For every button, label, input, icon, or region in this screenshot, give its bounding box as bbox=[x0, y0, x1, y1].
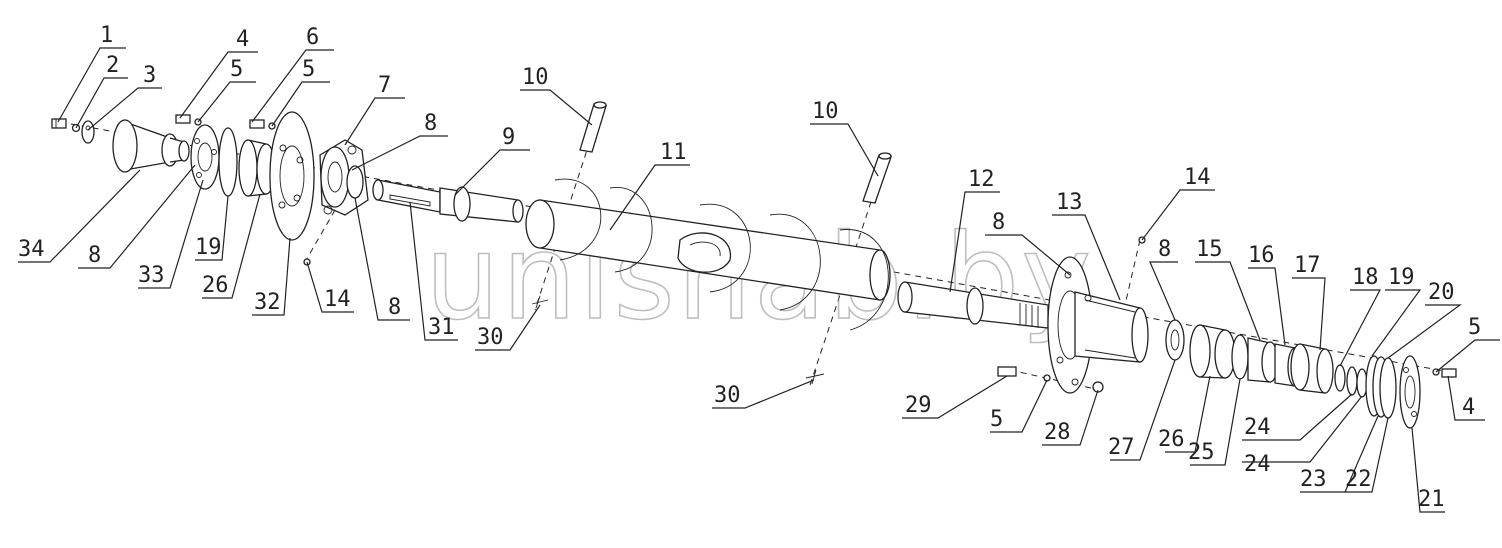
callout-labels: 1 2 3 4 5 6 5 7 8 9 10 11 10 12 14 13 8 … bbox=[18, 23, 1481, 512]
callout-11: 11 bbox=[660, 140, 687, 165]
callout-4: 4 bbox=[236, 27, 249, 52]
callout-34: 34 bbox=[18, 237, 45, 262]
part-auger-11 bbox=[525, 178, 891, 331]
callout-14: 14 bbox=[324, 287, 351, 312]
part-cotter-30-right bbox=[805, 369, 825, 385]
part-bolt-29 bbox=[997, 366, 1017, 377]
callout-5: 5 bbox=[302, 57, 315, 82]
bolt-axis-left bbox=[304, 209, 336, 263]
callout-2: 2 bbox=[106, 53, 119, 78]
part-nut-28 bbox=[1092, 381, 1104, 393]
callout-5: 5 bbox=[230, 57, 243, 82]
screw-axis-right bbox=[1124, 239, 1141, 306]
callout-8: 8 bbox=[992, 210, 1005, 235]
callout-15: 15 bbox=[1196, 237, 1223, 262]
callout-29: 29 bbox=[905, 393, 932, 418]
callout-5: 5 bbox=[1468, 315, 1481, 340]
callout-8: 8 bbox=[388, 295, 401, 320]
leader-lines-bottom bbox=[18, 164, 1485, 513]
part-lock-27 bbox=[1165, 319, 1185, 361]
callout-6: 6 bbox=[306, 25, 319, 50]
part-washer-24a bbox=[1346, 366, 1358, 396]
callout-21: 21 bbox=[1418, 487, 1445, 512]
callout-17: 17 bbox=[1294, 253, 1321, 278]
callout-14: 14 bbox=[1184, 165, 1211, 190]
part-bearing-housing-13 bbox=[1047, 256, 1149, 394]
part-washer-18 bbox=[1334, 364, 1346, 392]
callout-26: 26 bbox=[202, 273, 229, 298]
callout-18: 18 bbox=[1352, 265, 1379, 290]
part-cap-3 bbox=[81, 120, 95, 144]
callout-10: 10 bbox=[812, 99, 839, 124]
callout-20: 20 bbox=[1428, 280, 1455, 305]
bolt-axis-right bbox=[1009, 369, 1101, 391]
callout-8: 8 bbox=[88, 243, 101, 268]
callout-9: 9 bbox=[502, 125, 515, 150]
callout-8: 8 bbox=[424, 111, 437, 136]
callout-3: 3 bbox=[143, 63, 156, 88]
part-bolt-1 bbox=[51, 118, 67, 129]
part-cover-21 bbox=[1399, 355, 1421, 429]
part-flange-33 bbox=[190, 124, 220, 190]
callout-23: 23 bbox=[1300, 467, 1327, 492]
callout-33: 33 bbox=[138, 263, 165, 288]
part-ring-25 bbox=[1231, 334, 1249, 380]
part-hub-17 bbox=[1290, 343, 1334, 394]
part-shaft-9 bbox=[439, 186, 524, 223]
part-shaft-31 bbox=[372, 179, 441, 213]
callout-19: 19 bbox=[1388, 265, 1415, 290]
part-hub-34 bbox=[112, 119, 190, 173]
callout-24: 24 bbox=[1244, 452, 1271, 477]
part-seal-19-left bbox=[218, 127, 238, 197]
part-pin-10-left bbox=[579, 101, 607, 153]
callout-4: 4 bbox=[1462, 395, 1475, 420]
callout-24: 24 bbox=[1244, 415, 1271, 440]
callout-28: 28 bbox=[1044, 420, 1071, 445]
part-disc-32 bbox=[269, 111, 315, 241]
callout-13: 13 bbox=[1056, 190, 1083, 215]
callout-8: 8 bbox=[1158, 237, 1171, 262]
part-cotter-30-left bbox=[531, 295, 549, 309]
callout-25: 25 bbox=[1188, 440, 1215, 465]
part-bearing-housing-7 bbox=[319, 139, 369, 216]
part-bearing-26-right bbox=[1189, 324, 1236, 379]
callout-22: 22 bbox=[1345, 467, 1372, 492]
callout-31: 31 bbox=[428, 315, 455, 340]
callout-10: 10 bbox=[522, 65, 549, 90]
callout-27: 27 bbox=[1108, 435, 1135, 460]
callout-30: 30 bbox=[714, 383, 741, 408]
leader-lines bbox=[57, 47, 1500, 373]
callout-12: 12 bbox=[968, 167, 995, 192]
callout-7: 7 bbox=[378, 73, 391, 98]
part-bolt-6 bbox=[249, 119, 265, 129]
part-bolt-4-right bbox=[1441, 368, 1457, 378]
callout-19: 19 bbox=[195, 235, 222, 260]
callout-16: 16 bbox=[1248, 243, 1275, 268]
part-pin-10-right bbox=[862, 152, 892, 204]
part-bolt-4-left bbox=[175, 114, 191, 124]
part-bushing-15 bbox=[1247, 337, 1279, 383]
callout-26: 26 bbox=[1158, 427, 1185, 452]
callout-32: 32 bbox=[254, 290, 281, 315]
callout-30: 30 bbox=[477, 325, 504, 350]
callout-1: 1 bbox=[100, 23, 113, 48]
part-spring-pack-23 bbox=[1365, 355, 1397, 419]
callout-5: 5 bbox=[990, 407, 1003, 432]
